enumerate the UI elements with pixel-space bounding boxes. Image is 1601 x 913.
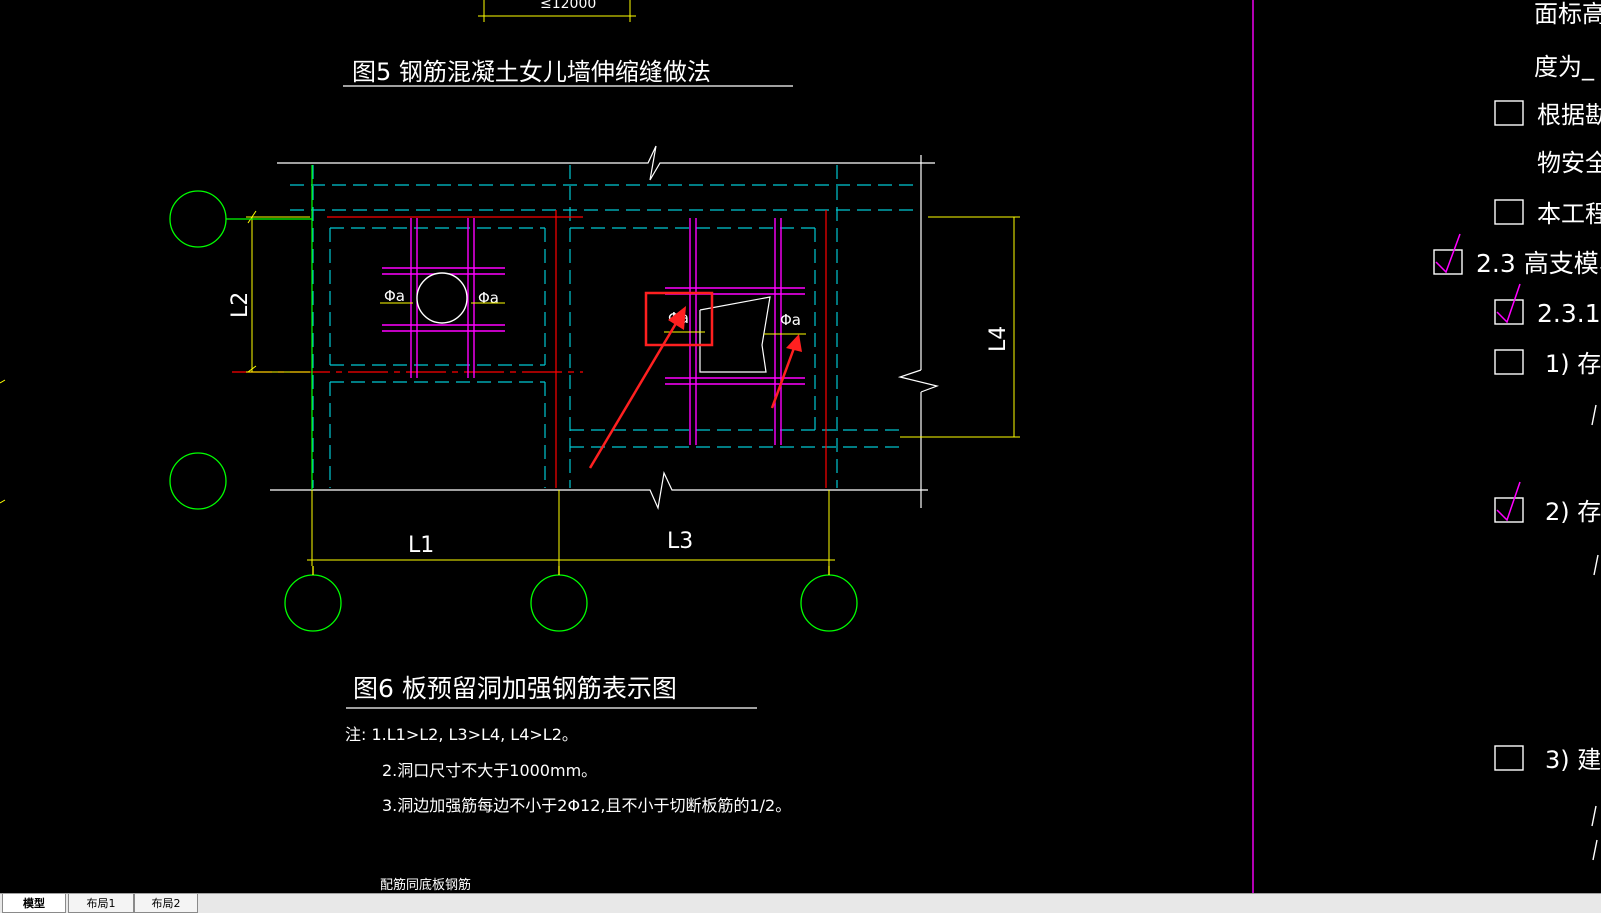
bottom-wall-line bbox=[270, 471, 928, 511]
bottom-text: 配筋同底板钢筋 bbox=[380, 877, 471, 893]
panel-line-9: 2) 存 bbox=[1545, 498, 1601, 526]
left-opening: Φa Φa bbox=[380, 218, 505, 378]
red-annotation bbox=[588, 291, 802, 469]
panel-line-4: 物安全的 bbox=[1537, 149, 1601, 177]
note-3: 3.洞边加强筋每边不小于2Φ12,且不小于切断板筋的1/2。 bbox=[382, 796, 791, 815]
axis-bubble-b bbox=[169, 452, 227, 510]
dim-l3: L3 bbox=[667, 529, 693, 554]
axis-bubble-1 bbox=[284, 574, 342, 632]
check-mark-icon bbox=[1435, 233, 1461, 274]
axis-bubble-a bbox=[169, 190, 227, 248]
axis-bubble-2 bbox=[530, 574, 588, 632]
tab-layout-1[interactable]: 布局1 bbox=[68, 894, 134, 913]
dimension-lines bbox=[246, 210, 1020, 566]
checkbox-7[interactable] bbox=[1494, 745, 1524, 771]
checkbox-5[interactable] bbox=[1494, 349, 1524, 375]
panel-line-5: 本工程 bbox=[1537, 200, 1601, 228]
panel-line-6: 2.3 高支模、 bbox=[1476, 249, 1601, 278]
checkbox-6[interactable] bbox=[1494, 497, 1524, 523]
cad-drawing-canvas[interactable]: ≤12000 图5 钢筋混凝土女儿墙伸缩缝做法 bbox=[0, 0, 1601, 893]
highlight-box bbox=[644, 291, 714, 347]
note-2: 2.洞口尺寸不大于1000mm。 bbox=[382, 761, 597, 780]
checkbox-1[interactable] bbox=[1494, 100, 1524, 126]
figure-6-plan: Φa Φa Φa Φa bbox=[169, 145, 1020, 893]
figure-5: ≤12000 图5 钢筋混凝土女儿墙伸缩缝做法 bbox=[343, 0, 793, 87]
fig5-title: 图5 钢筋混凝土女儿墙伸缩缝做法 bbox=[352, 58, 711, 86]
right-opening: Φa Φa bbox=[664, 218, 806, 445]
check-mark-icon bbox=[1496, 481, 1521, 522]
panel-line-8: 1) 存 bbox=[1545, 350, 1601, 378]
fig6-title: 图6 板预留洞加强钢筋表示图 bbox=[353, 674, 677, 703]
dim-top-text: ≤12000 bbox=[540, 0, 596, 12]
dim-l4: L4 bbox=[986, 326, 1011, 352]
round-opening bbox=[416, 272, 468, 324]
note-1: 注: 1.L1>L2, L3>L4, L4>L2。 bbox=[345, 725, 578, 744]
panel-line-10: 3) 建 bbox=[1545, 746, 1601, 774]
rebar-label-left-2: Φa bbox=[478, 289, 499, 307]
top-wall-line bbox=[277, 145, 935, 181]
panel-line-1: 面标高_ bbox=[1534, 0, 1601, 28]
checkbox-3[interactable] bbox=[1433, 249, 1463, 275]
checkbox-4[interactable] bbox=[1494, 299, 1524, 325]
axis-bubble-3 bbox=[800, 574, 858, 632]
layout-tab-bar: 模型 布局1 布局2 bbox=[0, 893, 1601, 913]
panel-line-3: 根据勘察 bbox=[1537, 101, 1601, 129]
rebar-label-right-2: Φa bbox=[780, 311, 801, 329]
dim-l1: L1 bbox=[408, 533, 434, 558]
tab-model[interactable]: 模型 bbox=[2, 894, 66, 913]
dim-l2: L2 bbox=[228, 292, 253, 318]
check-mark-icon bbox=[1496, 283, 1521, 324]
checkbox-2[interactable] bbox=[1494, 199, 1524, 225]
right-text-panel: 面标高_ 度为_ 根据勘察 物安全的 本工程 2.3 高支模、 2.3.1 1)… bbox=[1252, 0, 1601, 893]
panel-line-7: 2.3.1 bbox=[1537, 299, 1601, 328]
dashed-slab-rebars bbox=[290, 165, 920, 488]
rebar-label-left-1: Φa bbox=[384, 287, 405, 305]
axis-bubbles bbox=[169, 190, 858, 632]
red-axis-lines bbox=[232, 210, 827, 488]
irregular-opening bbox=[699, 296, 771, 373]
tab-layout-2[interactable]: 布局2 bbox=[134, 894, 198, 913]
panel-line-2: 度为_ bbox=[1534, 53, 1595, 81]
